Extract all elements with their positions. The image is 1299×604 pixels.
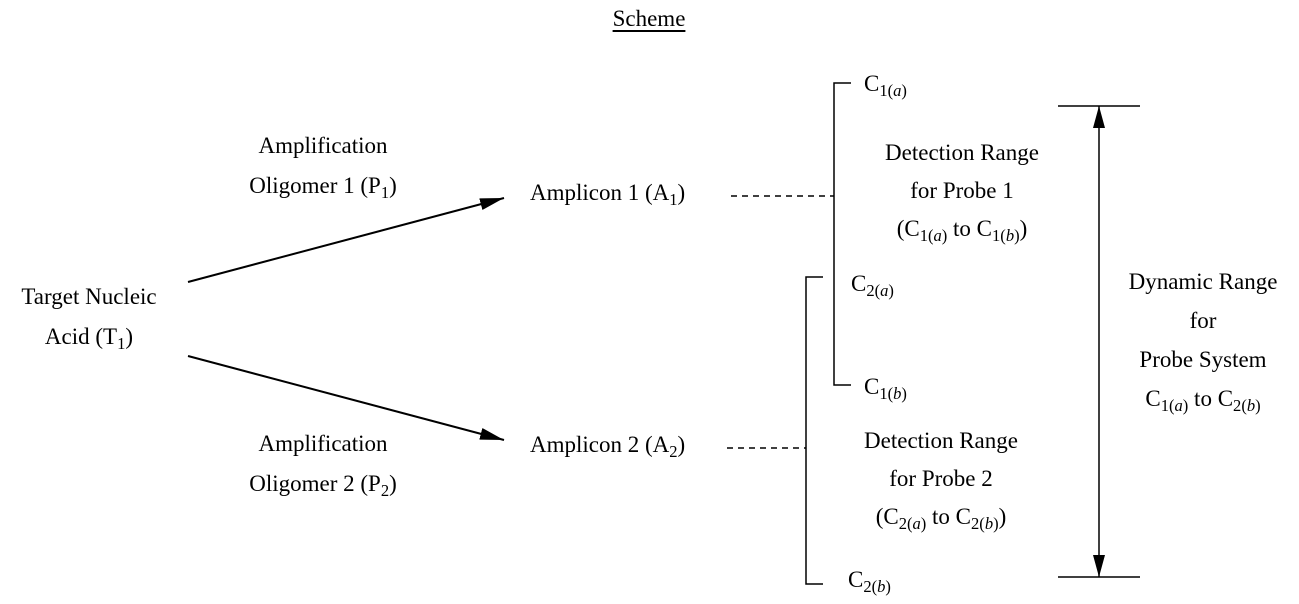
detection-range-probe-2: Detection Range for Probe 2 (C2(a) to C2… — [864, 427, 1018, 531]
c2a-label: C2(a) — [851, 270, 894, 298]
target-nucleic-acid-label: Target Nucleic Acid (T1) — [21, 283, 156, 351]
probe-2-line-1: Detection Range — [864, 427, 1018, 455]
oligo-2-label: Amplification Oligomer 2 (P2) — [249, 430, 397, 498]
amplicon-2-label: Amplicon 2 (A2) — [530, 431, 685, 459]
probe-1-line-1: Detection Range — [885, 139, 1039, 167]
dynamic-range-label: Dynamic Range for Probe System C1(a) to … — [1129, 268, 1278, 413]
amplicon-1-label: Amplicon 1 (A1) — [530, 179, 685, 207]
dynamic-line-2: for — [1129, 307, 1278, 335]
oligo-2-line-2: Oligomer 2 (P2) — [249, 470, 397, 498]
target-line-1: Target Nucleic — [21, 283, 156, 311]
c1b-label: C1(b) — [864, 373, 907, 401]
c2b-label: C2(b) — [848, 566, 891, 594]
arrow-to-amplicon-1 — [188, 198, 504, 282]
bracket-probe-2 — [806, 277, 823, 584]
target-line-2: Acid (T1) — [21, 323, 156, 351]
probe-2-line-3: (C2(a) to C2(b)) — [864, 503, 1018, 531]
probe-2-line-2: for Probe 2 — [864, 465, 1018, 493]
bracket-probe-1 — [834, 83, 851, 385]
oligo-2-line-1: Amplification — [249, 430, 397, 458]
probe-1-line-3: (C1(a) to C1(b)) — [885, 215, 1039, 243]
scheme-title: Scheme — [613, 5, 686, 33]
oligo-1-line-1: Amplification — [249, 132, 397, 160]
dynamic-line-1: Dynamic Range — [1129, 268, 1278, 296]
arrow-to-amplicon-2 — [188, 356, 504, 440]
dynamic-line-3: Probe System — [1129, 346, 1278, 374]
oligo-1-line-2: Oligomer 1 (P1) — [249, 172, 397, 200]
probe-1-line-2: for Probe 1 — [885, 177, 1039, 205]
c1a-label: C1(a) — [864, 70, 907, 98]
oligo-1-label: Amplification Oligomer 1 (P1) — [249, 132, 397, 200]
detection-range-probe-1: Detection Range for Probe 1 (C1(a) to C1… — [885, 139, 1039, 243]
dynamic-line-4: C1(a) to C2(b) — [1129, 385, 1278, 413]
